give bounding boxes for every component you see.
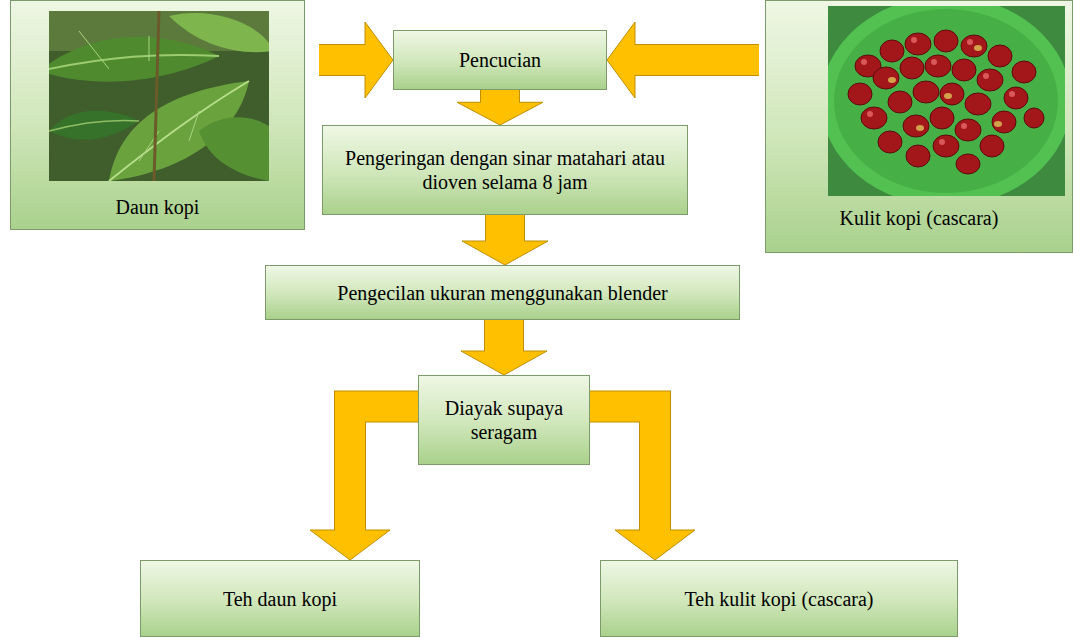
arrow-head (310, 530, 390, 560)
coffee-leaf-photo (49, 11, 269, 181)
box-label: Teh daun kopi (223, 587, 337, 611)
arrow-shaft (486, 215, 524, 243)
process-box: Teh kulit kopi (cascara) (600, 560, 958, 637)
arrow-shaft (481, 90, 519, 104)
process-box: Diayak supaya seragam (418, 375, 590, 465)
box-label: Daun kopi (116, 195, 200, 219)
arrow-shaft (634, 45, 760, 75)
box-label: Kulit kopi (cascara) (840, 206, 999, 230)
arrow-outline (485, 215, 525, 243)
arrow-head (457, 102, 543, 125)
arrow-outline (590, 407, 655, 532)
block-arrow (462, 215, 548, 265)
arrow-shaft (485, 320, 523, 353)
process-box: Pengeringan dengan sinar matahari atau d… (322, 125, 688, 215)
arrow-shaft (319, 45, 367, 75)
arrow-outline (480, 90, 520, 104)
box-label: Pengeringan dengan sinar matahari atau d… (333, 146, 677, 194)
arrow-shaft (350, 407, 418, 532)
arrow-outline (319, 44, 367, 76)
arrow-head (365, 22, 393, 98)
arrow-outline (350, 407, 418, 532)
process-box: Pencucian (393, 30, 607, 90)
box-label: Diayak supaya seragam (429, 396, 579, 444)
arrow-outline (634, 44, 760, 76)
block-arrow (310, 407, 418, 561)
process-box: Teh daun kopi (140, 560, 420, 637)
block-arrow (457, 90, 543, 125)
coffee-cherry-photo (828, 6, 1065, 196)
block-arrow (590, 407, 695, 561)
arrow-shaft (590, 407, 655, 532)
box-label: Teh kulit kopi (cascara) (684, 587, 873, 611)
source-box: Daun kopi (10, 0, 305, 230)
block-arrow (319, 22, 393, 98)
arrow-outline (484, 320, 524, 353)
block-arrow (461, 320, 547, 375)
arrow-head (615, 530, 695, 560)
process-box: Pengecilan ukuran menggunakan blender (265, 265, 740, 320)
block-arrow (607, 22, 759, 98)
source-box: Kulit kopi (cascara) (765, 0, 1073, 253)
arrow-head (461, 351, 547, 375)
box-label: Pengecilan ukuran menggunakan blender (337, 281, 667, 305)
box-label: Pencucian (459, 48, 541, 72)
arrow-head (462, 241, 548, 265)
arrow-head (607, 22, 635, 98)
